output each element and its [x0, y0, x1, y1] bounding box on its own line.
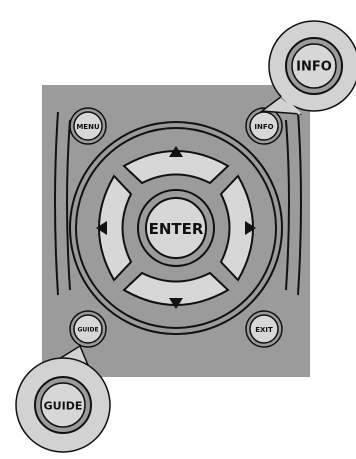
- arrow-right-icon: [245, 221, 256, 235]
- info-callout: INFO: [259, 20, 356, 116]
- info-callout-button: [291, 43, 337, 89]
- guide-label: GUIDE: [77, 327, 98, 334]
- arrow-up-icon: [169, 146, 183, 157]
- enter-label: ENTER: [149, 220, 204, 238]
- enter-button[interactable]: ENTER: [137, 189, 215, 267]
- exit-button[interactable]: EXIT: [245, 310, 283, 348]
- guide-callout-button: [40, 382, 86, 428]
- up-button[interactable]: [122, 146, 230, 185]
- guide-callout-label: GUIDE: [44, 400, 83, 413]
- guide-callout: GUIDE: [15, 344, 111, 453]
- left-inner-groove: [66, 119, 71, 291]
- menu-label: MENU: [76, 123, 100, 131]
- exit-label: EXIT: [255, 326, 273, 334]
- left-button[interactable]: [96, 174, 133, 282]
- left-outer-groove: [54, 111, 59, 296]
- down-button[interactable]: [122, 271, 230, 309]
- arrow-left-icon: [96, 221, 107, 235]
- info-callout-label: INFO: [296, 60, 332, 75]
- info-label: INFO: [254, 123, 273, 131]
- nav-ring-outer: [69, 121, 283, 335]
- nav-ring-inner: [75, 127, 277, 329]
- arrow-down-icon: [169, 298, 183, 309]
- right-button[interactable]: [219, 174, 256, 282]
- right-inner-groove: [285, 119, 290, 291]
- guide-button[interactable]: GUIDE: [69, 310, 107, 348]
- menu-button[interactable]: MENU: [69, 107, 107, 145]
- right-outer-groove: [297, 111, 302, 296]
- info-button[interactable]: INFO: [245, 107, 283, 145]
